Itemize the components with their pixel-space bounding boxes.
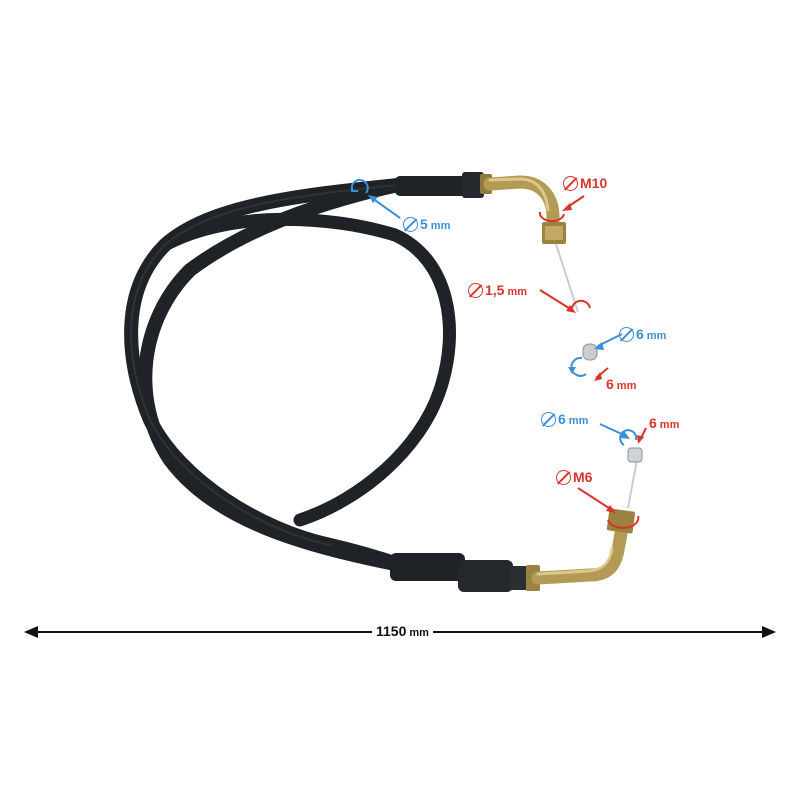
bottom-fitting <box>390 447 643 592</box>
top-fitting <box>395 172 598 361</box>
diameter-symbol-icon <box>556 470 571 486</box>
diameter-symbol-icon <box>468 283 483 299</box>
double-arrow-icon <box>24 626 38 638</box>
diameter-symbol-icon <box>541 412 556 428</box>
red-annotations <box>538 195 647 529</box>
diameter-symbol-icon <box>563 176 578 192</box>
diameter-symbol-icon <box>619 327 634 343</box>
blue-annotations <box>350 179 638 446</box>
thread-top-label: M10 <box>563 176 607 192</box>
cable-sheath <box>124 178 456 572</box>
thread-bottom-label: M6 <box>556 470 592 486</box>
diameter-symbol-icon <box>403 217 418 233</box>
